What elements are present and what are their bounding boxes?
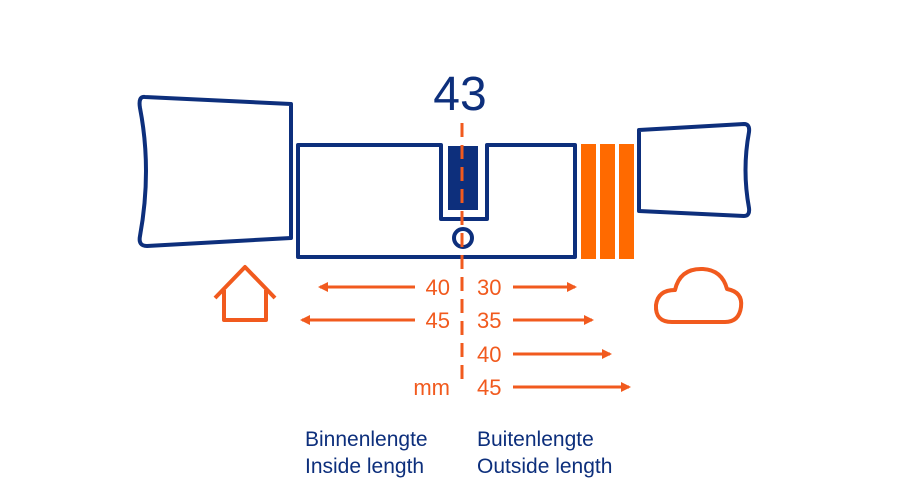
cloud-icon — [653, 266, 744, 324]
outside-knob — [637, 122, 752, 218]
inside-label-nl: Binnenlengte — [305, 428, 428, 451]
house-icon — [213, 265, 277, 322]
unit-label: mm — [413, 375, 450, 400]
inside-length: 45 — [426, 308, 450, 333]
size-label: 43 — [433, 68, 486, 121]
inside-label-en: Inside length — [305, 455, 424, 478]
outside-length: 40 — [477, 342, 501, 367]
outside-length: 30 — [477, 275, 501, 300]
outside-length: 35 — [477, 308, 501, 333]
inside-knob — [137, 94, 293, 248]
outside-label-en: Outside length — [477, 455, 612, 478]
inside-length: 40 — [426, 275, 450, 300]
extension-stripes — [581, 144, 634, 259]
outside-length: 45 — [477, 375, 501, 400]
cylinder-body — [296, 143, 577, 259]
outside-label-nl: Buitenlengte — [477, 428, 594, 451]
